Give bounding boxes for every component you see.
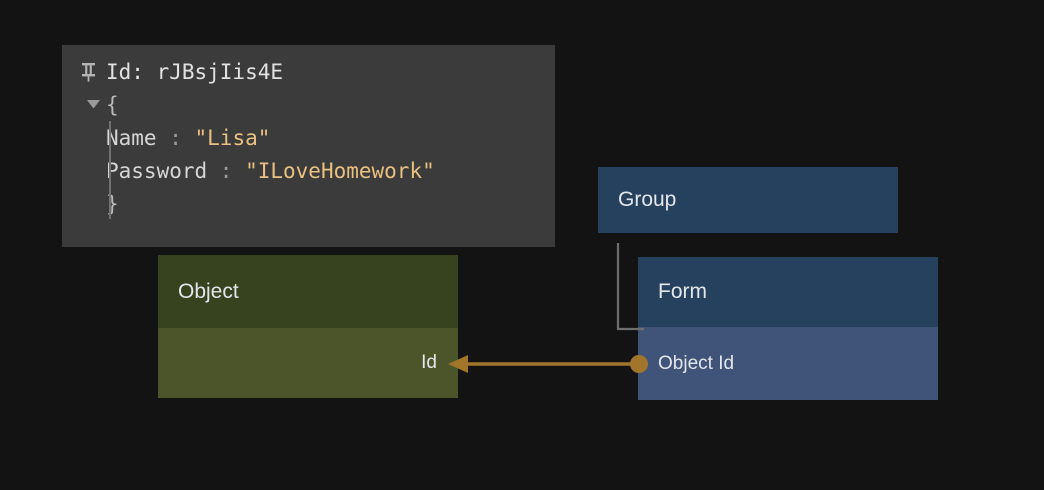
- entity-form[interactable]: Form Object Id: [638, 257, 938, 400]
- entity-form-title: Form: [638, 257, 938, 327]
- json-property-key: Name: [106, 126, 157, 150]
- connector-object-id-relationship[interactable]: [440, 340, 650, 388]
- entity-object-field-id[interactable]: Id: [158, 328, 458, 398]
- json-inspector-popup[interactable]: Id: rJBsjIis4E { Name : "Lisa" Password: [62, 45, 555, 247]
- json-popup-title: Id: rJBsjIis4E: [106, 60, 283, 84]
- json-property-separator: :: [207, 159, 245, 183]
- json-property-value: "Lisa": [195, 126, 271, 150]
- pushpin-icon[interactable]: [80, 62, 97, 82]
- json-property-value: "ILoveHomework": [245, 159, 435, 183]
- json-tree: { Name : "Lisa" Password : "ILoveHomewor…: [62, 88, 555, 220]
- json-property-separator: :: [157, 126, 195, 150]
- json-close-brace: }: [106, 192, 119, 216]
- json-tree-root-row[interactable]: {: [80, 88, 555, 121]
- entity-object-title: Object: [158, 255, 458, 328]
- json-property-password[interactable]: Password : "ILoveHomework": [80, 154, 555, 187]
- json-popup-header: Id: rJBsjIis4E: [62, 55, 555, 88]
- json-property-name[interactable]: Name : "Lisa": [80, 121, 555, 154]
- entity-object[interactable]: Object Id: [158, 255, 458, 398]
- entity-group[interactable]: Group: [598, 167, 898, 233]
- triangle-down-icon[interactable]: [80, 100, 106, 109]
- json-tree-close-row: }: [80, 187, 555, 220]
- entity-group-title: Group: [598, 167, 898, 233]
- json-open-brace: {: [106, 93, 119, 117]
- tree-guide-line: [109, 121, 111, 219]
- json-property-key: Password: [106, 159, 207, 183]
- entity-form-field-object-id[interactable]: Object Id: [638, 327, 938, 400]
